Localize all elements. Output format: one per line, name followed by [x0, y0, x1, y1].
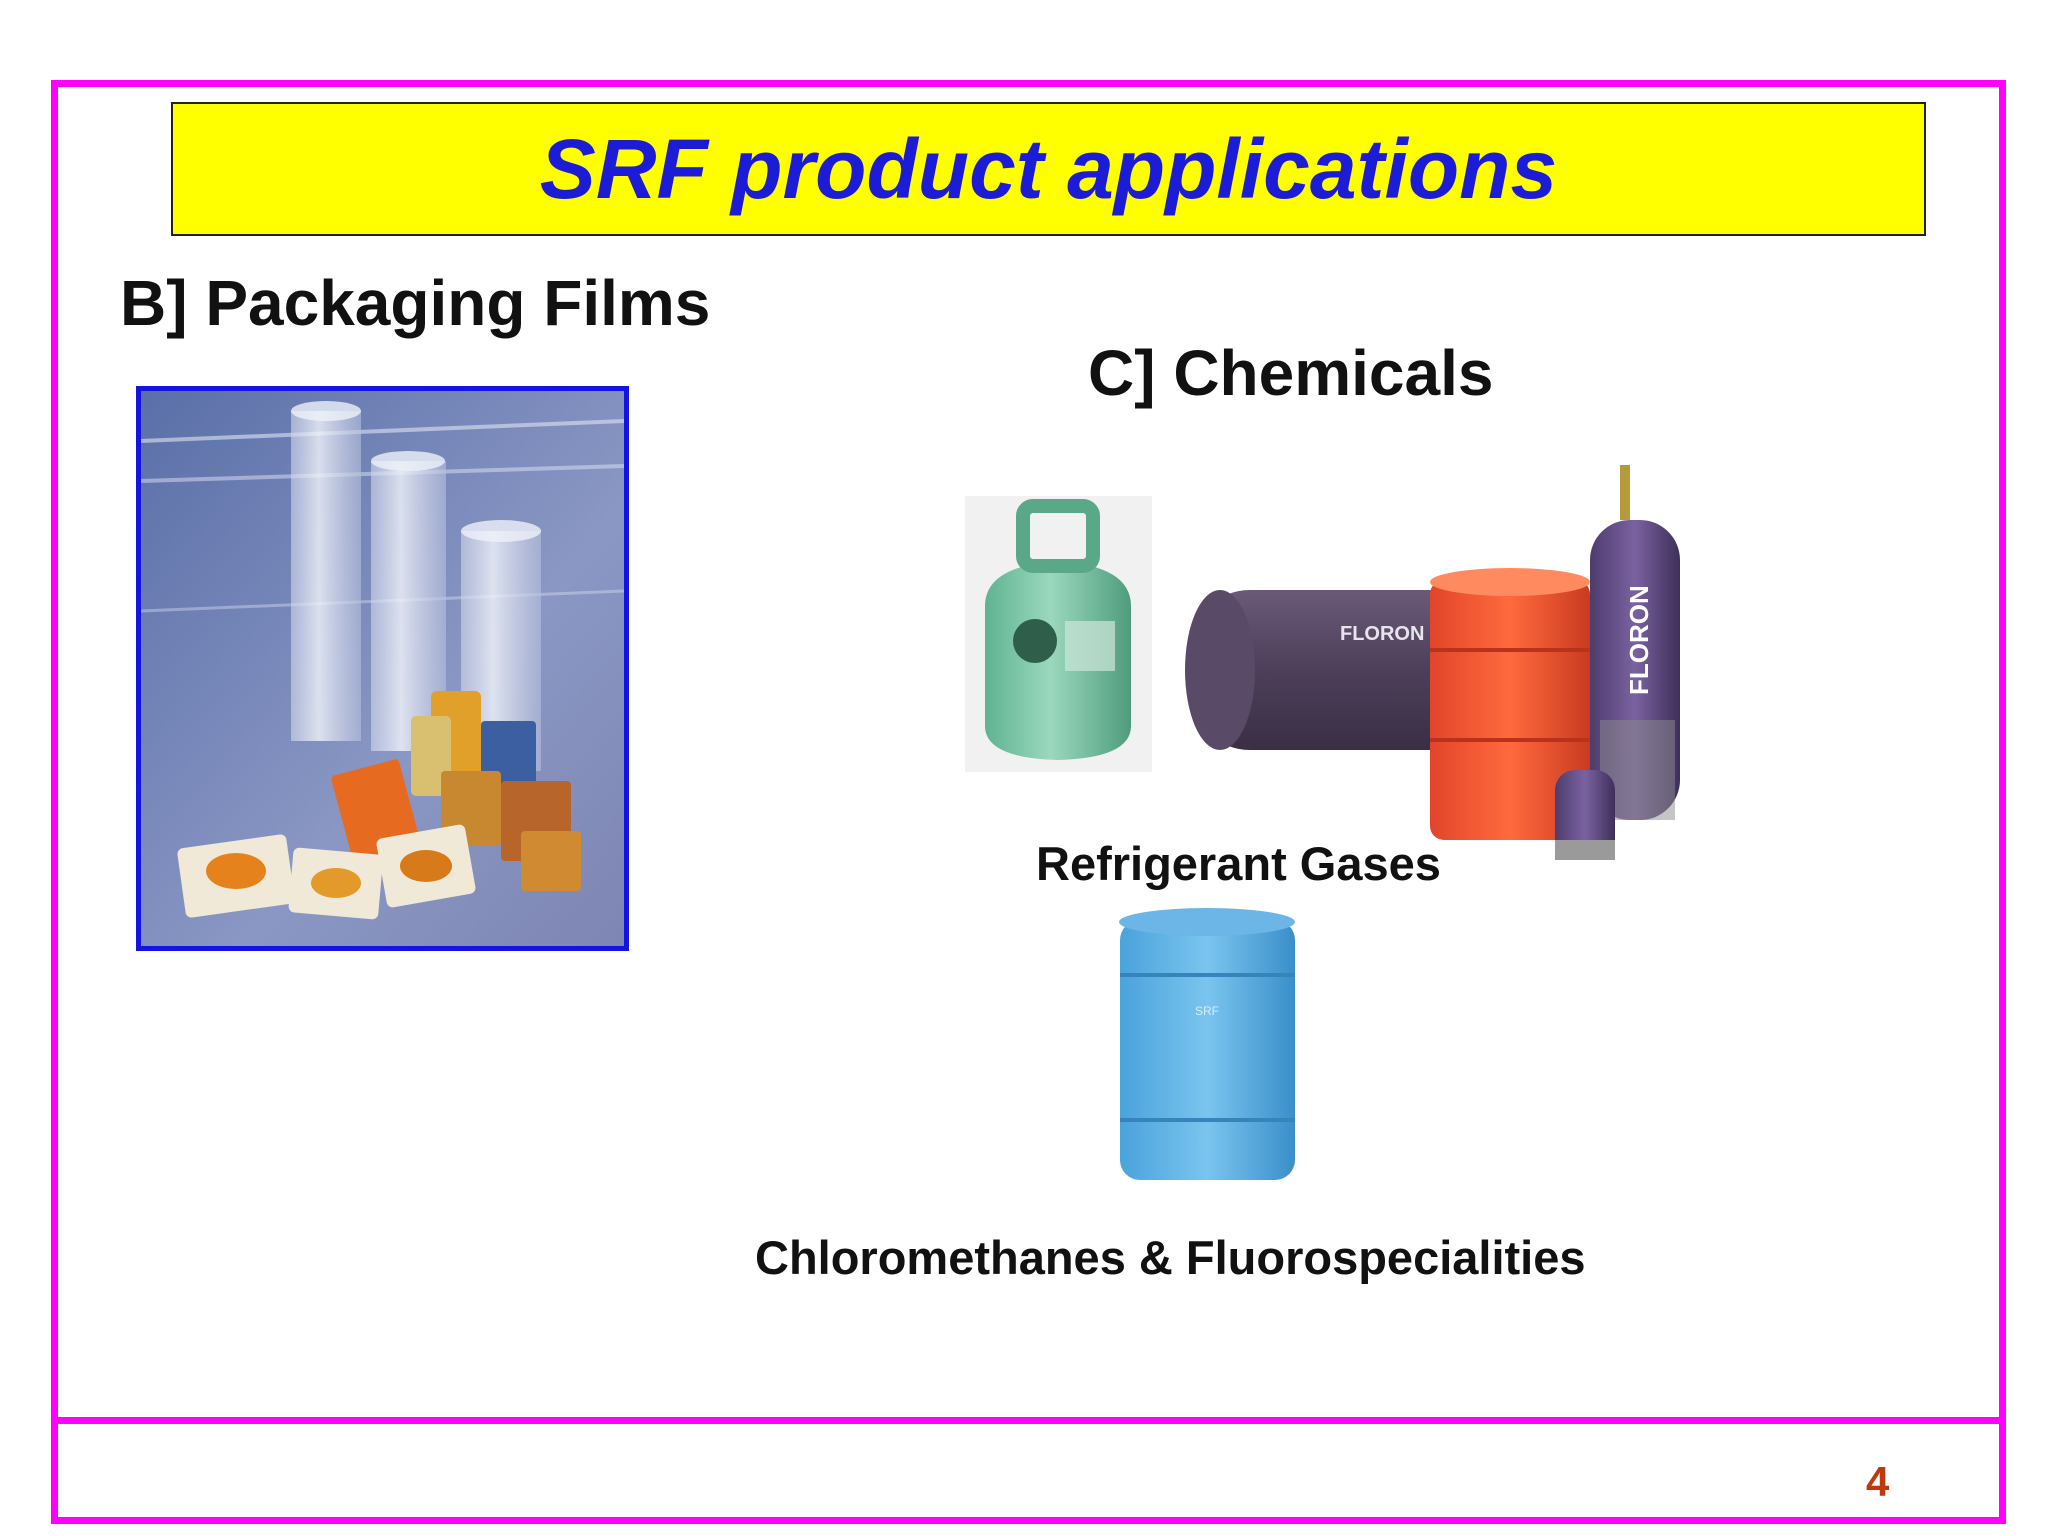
- refrigerant-gases-caption: Refrigerant Gases: [1036, 837, 1441, 890]
- packaging-films-image: [136, 386, 629, 951]
- drum-floron-label: FLORON: [1340, 623, 1424, 645]
- packaging-films-heading: B] Packaging Films: [120, 267, 711, 339]
- slide-frame: [51, 80, 2006, 1524]
- refrigerant-drums-image: FLORON FLORON: [1180, 460, 1710, 870]
- footer-divider: [51, 1417, 2006, 1424]
- cylinder-floron-label: FLORON: [1624, 585, 1654, 695]
- title-banner: SRF product applications: [171, 102, 1926, 236]
- chloromethanes-drum-image: SRF: [1100, 900, 1320, 1190]
- page-number: 4: [1866, 1458, 1890, 1505]
- slide-title: SRF product applications: [539, 121, 1558, 216]
- blue-drum-label: SRF: [1195, 1004, 1219, 1018]
- refrigerant-cylinder-image: [965, 496, 1152, 772]
- chloromethanes-caption: Chloromethanes & Fluorospecialities: [755, 1231, 1586, 1284]
- chemicals-heading: C] Chemicals: [1088, 337, 1494, 409]
